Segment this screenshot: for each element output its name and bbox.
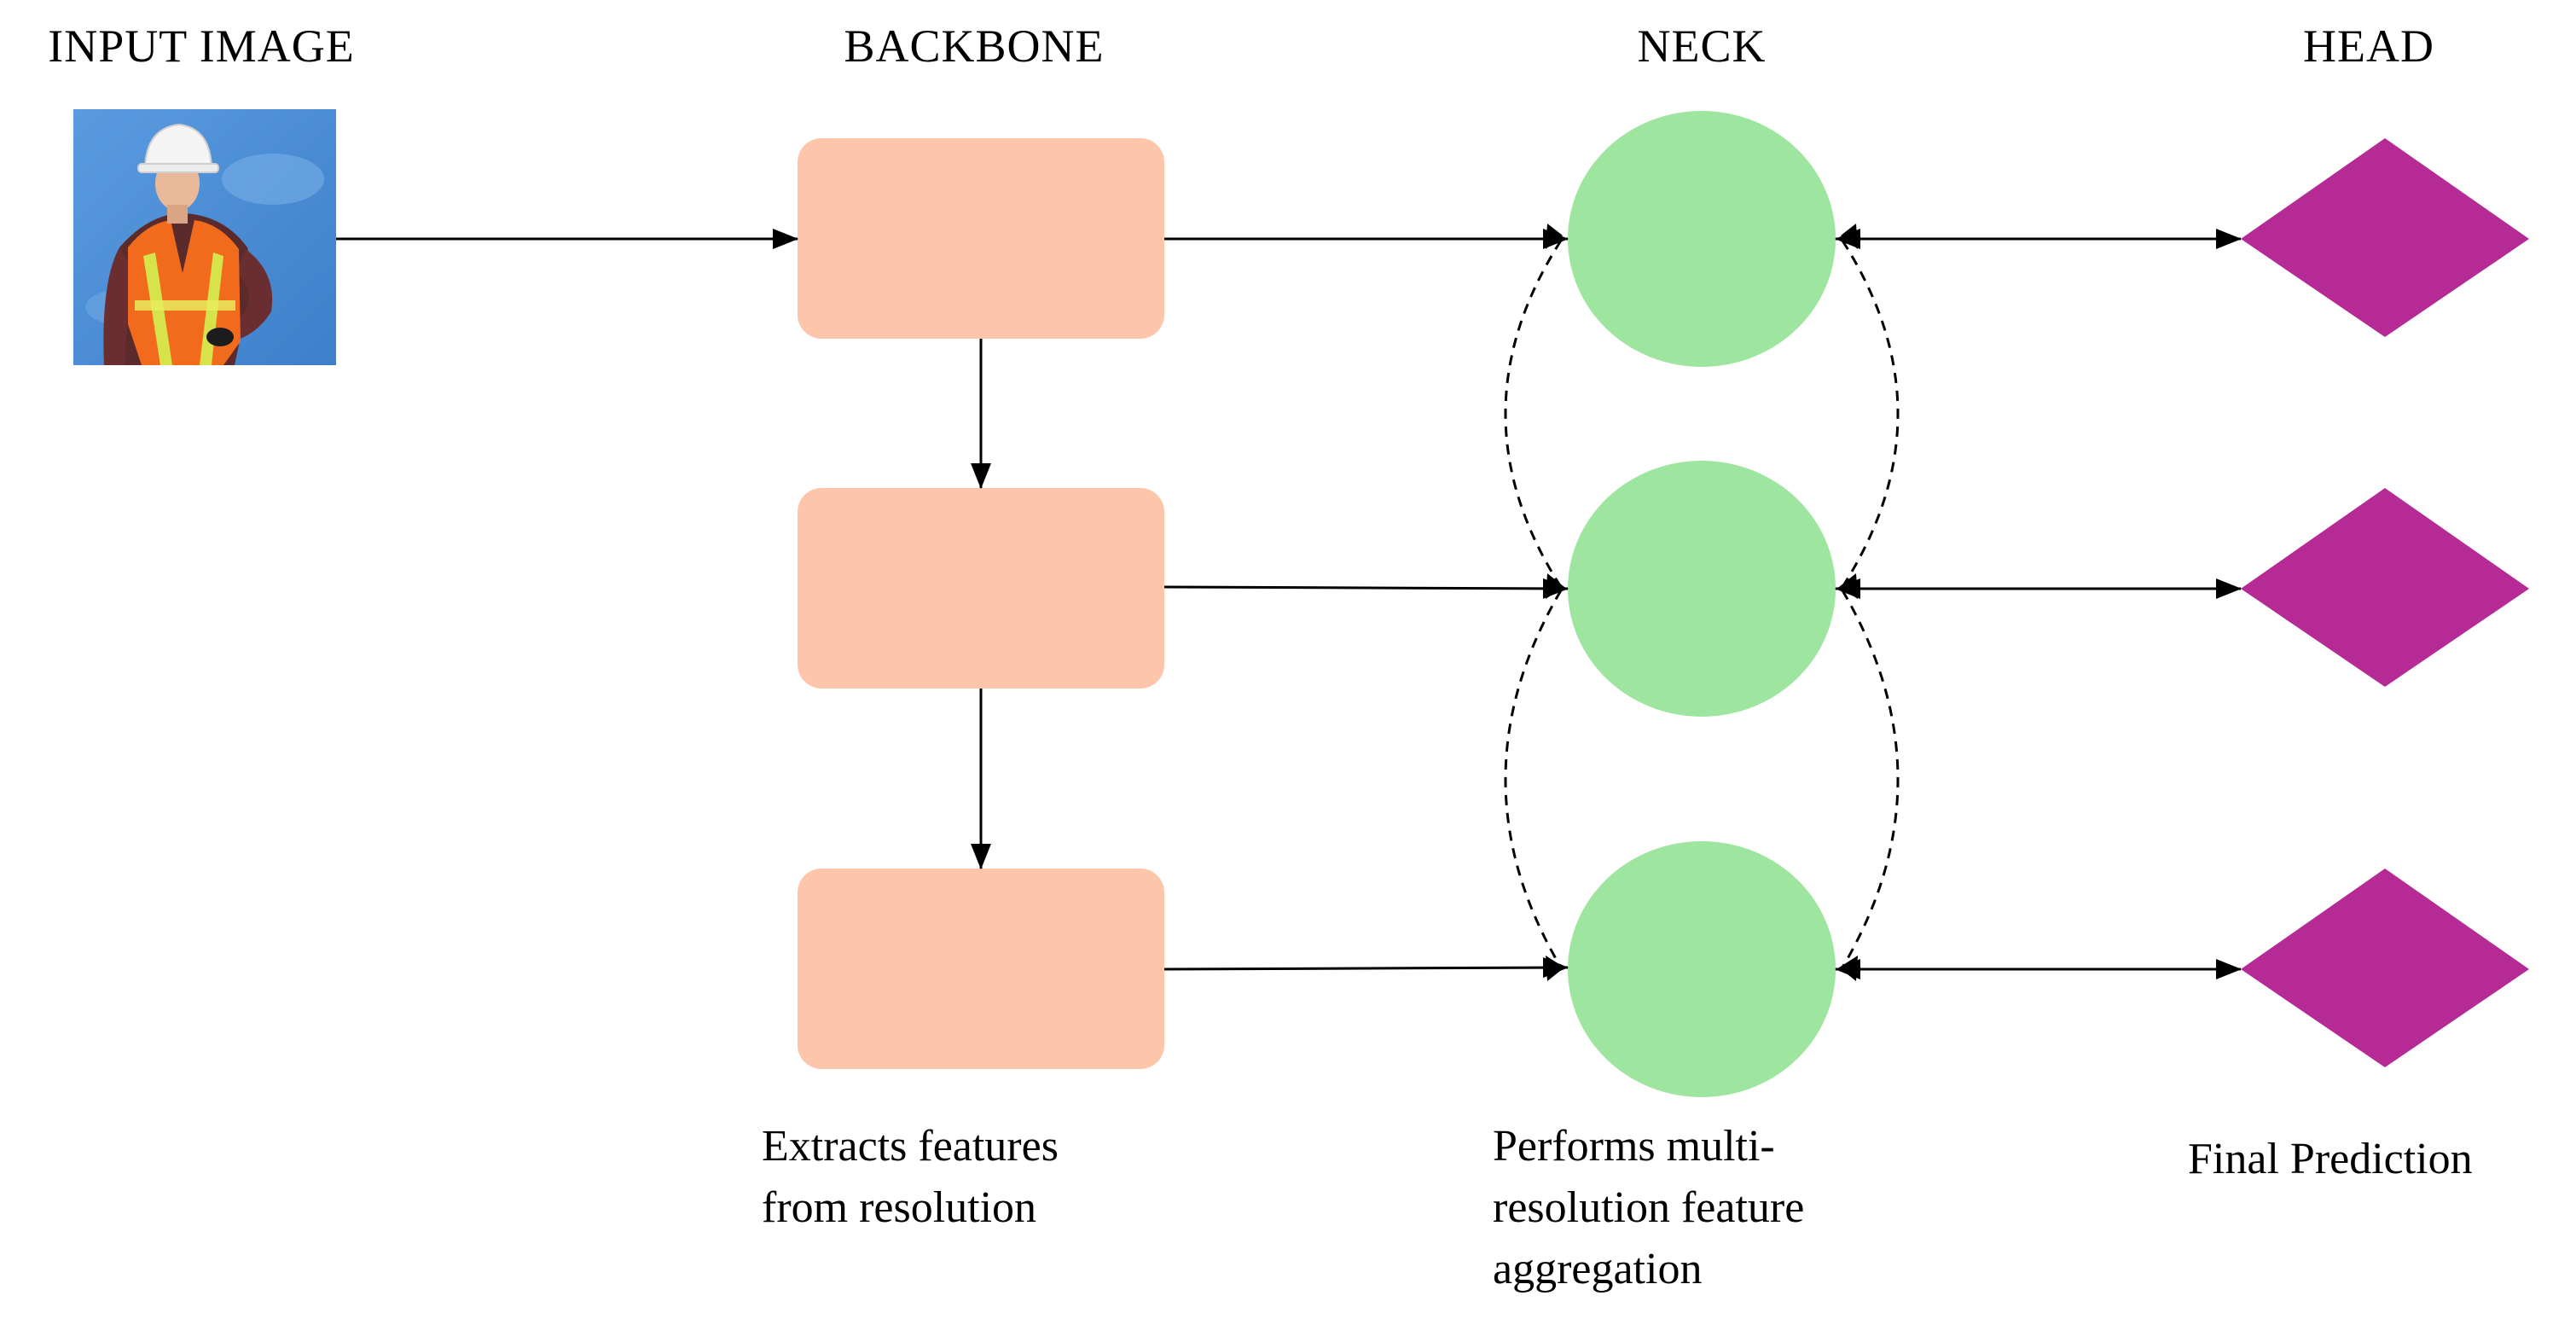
neck-node-3 bbox=[1568, 841, 1836, 1097]
backbone-block-3 bbox=[798, 869, 1164, 1069]
dashed-arrowhead bbox=[1841, 224, 1858, 249]
dashed-link-right-1-2 bbox=[1841, 240, 1900, 588]
neck-node-1 bbox=[1568, 111, 1836, 367]
arrow-backbone-3-to-neck-3 bbox=[1163, 957, 1569, 979]
header-backbone: BACKBONE bbox=[844, 20, 1104, 72]
neck-dashed-links bbox=[1504, 240, 1900, 968]
neck-description-line-3: aggregation bbox=[1493, 1245, 1702, 1293]
head-node-3 bbox=[2241, 869, 2529, 1067]
header-input-image: INPUT IMAGE bbox=[48, 20, 355, 72]
backbone-block-2 bbox=[798, 488, 1164, 689]
backbone-block-1 bbox=[798, 138, 1164, 339]
dashed-arrowhead bbox=[1839, 956, 1858, 981]
header-neck: NECK bbox=[1638, 20, 1767, 72]
neck-node-2 bbox=[1568, 461, 1836, 717]
head-description: Final Prediction bbox=[2188, 1135, 2473, 1183]
backbone-description-line-2: from resolution bbox=[762, 1183, 1036, 1232]
dashed-arrowhead bbox=[1839, 573, 1858, 599]
neck-description-line-1: Performs multi- bbox=[1493, 1122, 1775, 1171]
dashed-link-right-2-3 bbox=[1841, 590, 1900, 968]
dashed-link-left-1-2 bbox=[1504, 240, 1563, 588]
header-head: HEAD bbox=[2303, 20, 2434, 72]
dashed-arrowhead bbox=[1546, 956, 1564, 981]
dashed-arrowhead bbox=[1546, 573, 1564, 599]
head-node-1 bbox=[2241, 138, 2529, 337]
input-image bbox=[73, 109, 336, 365]
dashed-link-left-2-3 bbox=[1504, 590, 1563, 968]
head-node-2 bbox=[2241, 488, 2529, 687]
dashed-arrowheads bbox=[1546, 224, 1858, 981]
backbone-description-line-1: Extracts features bbox=[762, 1122, 1059, 1171]
arrow-backbone-2-to-neck-2 bbox=[1163, 578, 1569, 599]
neck-description-line-2: resolution feature bbox=[1493, 1183, 1804, 1232]
dashed-arrowhead bbox=[1546, 224, 1563, 249]
